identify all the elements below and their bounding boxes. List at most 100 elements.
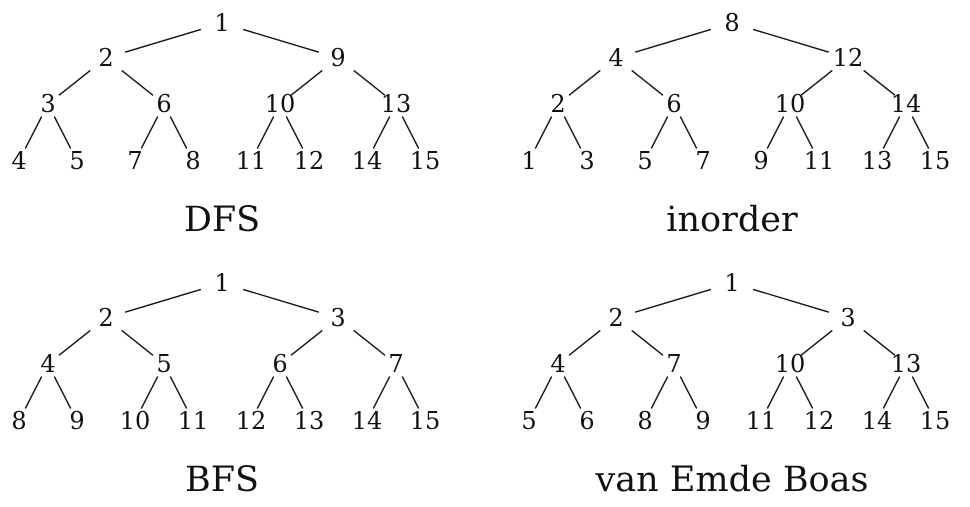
tree-edge	[863, 329, 896, 356]
tree-edge	[121, 329, 154, 356]
tree-node: 1	[214, 269, 229, 297]
tree-node: 9	[695, 407, 710, 435]
tree-edge	[568, 329, 601, 356]
tree-node: 7	[666, 350, 681, 378]
tree-node: 15	[920, 147, 951, 175]
tree-edge	[140, 116, 159, 149]
tree-edge	[24, 376, 43, 409]
tree-edge	[353, 69, 386, 96]
tree-node: 8	[724, 9, 739, 37]
tree-edge	[256, 376, 275, 409]
tree-node: 12	[804, 407, 835, 435]
tree-edge	[766, 376, 785, 409]
tree-node: 3	[579, 147, 594, 175]
tree-edge	[795, 116, 814, 149]
tree-node: 2	[98, 44, 113, 72]
tree-edge	[53, 116, 72, 149]
tree-node: 2	[98, 304, 113, 332]
tree-node: 3	[840, 304, 855, 332]
tree-node: 11	[746, 407, 777, 435]
tree-node: 8	[185, 147, 200, 175]
tree-edge	[795, 376, 814, 409]
tree-edge	[401, 376, 420, 409]
tree-node: 7	[695, 147, 710, 175]
tree-node: 6	[156, 90, 171, 118]
tree-node: 4	[40, 350, 55, 378]
tree-node: 4	[608, 44, 623, 72]
tree-node: 15	[920, 407, 951, 435]
tree-node: 13	[891, 350, 922, 378]
tree-node: 10	[265, 90, 296, 118]
tree-edge	[534, 376, 553, 409]
tree-edge	[563, 376, 582, 409]
tree-edge	[882, 116, 901, 149]
tree-edge	[563, 116, 582, 149]
tree-node: 1	[521, 147, 536, 175]
tree-caption: BFS	[185, 460, 259, 500]
tree-edge	[290, 329, 323, 356]
tree-edge	[124, 288, 202, 313]
tree-edge	[634, 28, 712, 53]
tree-node: 11	[804, 147, 835, 175]
tree-node: 4	[550, 350, 565, 378]
tree-node: 9	[69, 407, 84, 435]
tree-edge	[800, 329, 833, 356]
tree-node: 11	[236, 147, 267, 175]
tree-node: 12	[833, 44, 864, 72]
tree-edge	[169, 376, 188, 409]
tree-node: 3	[330, 304, 345, 332]
tree-caption: van Emde Boas	[595, 460, 869, 500]
tree-node: 14	[352, 147, 383, 175]
tree-edge	[169, 116, 188, 149]
tree-edge	[285, 376, 304, 409]
tree-node: 6	[272, 350, 287, 378]
tree-node: 2	[608, 304, 623, 332]
tree-node: 6	[666, 90, 681, 118]
tree-edge	[372, 116, 391, 149]
tree-node: 2	[550, 90, 565, 118]
tree-node: 10	[120, 407, 151, 435]
tree-node: 12	[294, 147, 325, 175]
tree-node: 5	[637, 147, 652, 175]
tree-edge	[121, 69, 154, 96]
tree-edge	[353, 329, 386, 356]
tree-node: 5	[156, 350, 171, 378]
tree-node: 12	[236, 407, 267, 435]
tree-edge	[863, 69, 896, 96]
tree-edge	[911, 376, 930, 409]
tree-edge	[911, 116, 930, 149]
tree-node: 10	[775, 90, 806, 118]
tree-node: 1	[724, 269, 739, 297]
tree-edge	[800, 69, 833, 96]
tree-node: 5	[69, 147, 84, 175]
tree-edge	[401, 116, 420, 149]
tree-edge	[290, 69, 323, 96]
tree-node: 7	[127, 147, 142, 175]
tree-edge	[124, 28, 202, 53]
tree-edge	[58, 69, 91, 96]
tree-edge	[568, 69, 601, 96]
tree-edge	[372, 376, 391, 409]
tree-edge	[631, 329, 664, 356]
tree-node: 1	[214, 9, 229, 37]
tree-node: 6	[579, 407, 594, 435]
tree-node: 3	[40, 90, 55, 118]
tree-edge	[650, 116, 669, 149]
tree-node: 13	[862, 147, 893, 175]
tree-edge	[242, 28, 320, 53]
tree-edge	[679, 116, 698, 149]
tree-edge	[766, 116, 785, 149]
tree-edge	[882, 376, 901, 409]
tree-node: 13	[381, 90, 412, 118]
tree-node: 14	[352, 407, 383, 435]
tree-node: 8	[637, 407, 652, 435]
tree-node: 8	[11, 407, 26, 435]
tree-node: 7	[388, 350, 403, 378]
tree-edge	[242, 288, 320, 313]
tree-edge	[58, 329, 91, 356]
